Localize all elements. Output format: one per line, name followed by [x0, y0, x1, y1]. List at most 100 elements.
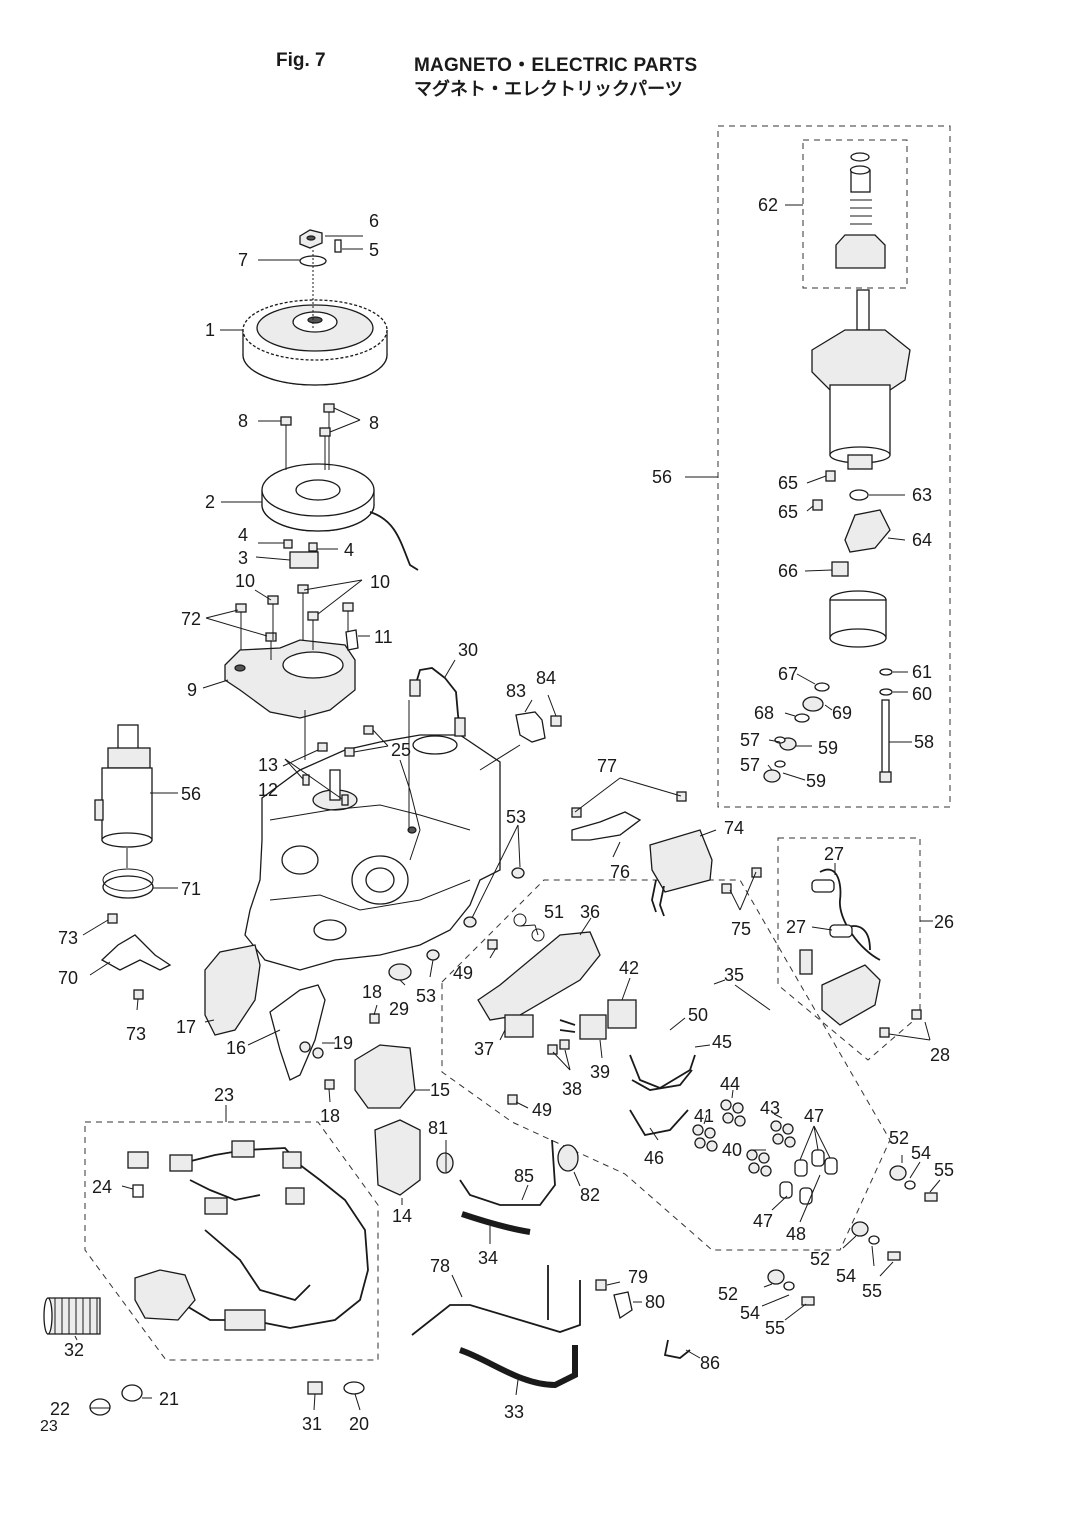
bolt — [911, 1009, 922, 1020]
callout-86: 86 — [700, 1353, 720, 1373]
washer — [879, 688, 893, 696]
washer — [849, 489, 869, 501]
end-cover — [829, 590, 887, 648]
terminal-cover — [557, 1144, 579, 1172]
bolt — [751, 867, 762, 878]
page-number: 23 — [40, 1418, 58, 1435]
battery-cable — [459, 1139, 556, 1206]
callout-38: 38 — [562, 1079, 582, 1099]
bolt — [265, 632, 277, 660]
figure-number: Fig. 7 — [276, 50, 326, 71]
ground-cable — [663, 1339, 691, 1359]
brush — [831, 561, 849, 577]
callout-12: 12 — [258, 780, 278, 800]
callout-18: 18 — [320, 1106, 340, 1126]
ground-wire — [629, 1109, 689, 1137]
callout-4: 4 — [344, 540, 354, 560]
callout-47: 47 — [753, 1211, 773, 1231]
rectifier-regulator — [649, 829, 713, 893]
callout-49: 49 — [532, 1100, 552, 1120]
callout-76: 76 — [610, 862, 630, 882]
callout-11: 11 — [374, 627, 393, 647]
callout-labels: 6 5 7 1 8 8 2 4 4 3 10 10 72 11 9 30 83 … — [50, 195, 954, 1434]
dowel-pin — [302, 774, 310, 786]
leader-lines — [74, 204, 941, 1411]
starter-motor — [94, 724, 153, 848]
callout-67: 67 — [778, 664, 798, 684]
cable-sleeve — [461, 1211, 531, 1235]
pinion-group-box — [802, 139, 908, 289]
ground-wire — [629, 1054, 696, 1090]
callout-40: 40 — [722, 1140, 742, 1160]
callout-57: 57 — [740, 730, 760, 750]
fuse-holder — [127, 1151, 149, 1169]
callout-61: 61 — [912, 662, 932, 682]
callout-83: 83 — [506, 681, 526, 701]
callout-82: 82 — [580, 1185, 600, 1205]
rectifier-plate — [571, 811, 642, 841]
callout-36: 36 — [580, 902, 600, 922]
hose-clamp — [89, 1398, 111, 1416]
battery-cable — [411, 1280, 581, 1336]
callout-72: 72 — [181, 609, 201, 629]
terminal-cover — [436, 1152, 454, 1174]
bolt — [571, 807, 582, 818]
lead-wire — [413, 667, 461, 731]
flywheel — [242, 299, 388, 386]
callout-66: 66 — [778, 561, 798, 581]
callout-20: 20 — [349, 1414, 369, 1434]
terminal-nuts — [692, 1099, 796, 1177]
grommet — [426, 949, 440, 961]
callout-57: 57 — [740, 755, 760, 775]
callout-48: 48 — [786, 1224, 806, 1244]
corrugated-tube — [43, 1297, 101, 1335]
callout-55: 55 — [862, 1281, 882, 1301]
starter-motor-group-box — [717, 125, 951, 808]
cdi-holder — [354, 1044, 416, 1109]
callout-54: 54 — [740, 1303, 760, 1323]
bolt — [107, 913, 118, 924]
screw — [283, 539, 293, 549]
screw — [559, 1039, 570, 1050]
bolt — [297, 584, 309, 640]
grommet — [299, 1041, 311, 1053]
callout-65: 65 — [778, 502, 798, 522]
pulser-coil — [289, 551, 319, 569]
callout-27: 27 — [786, 917, 806, 937]
ignition-coil-group-box — [777, 837, 921, 1061]
screw — [507, 1094, 518, 1105]
callout-19: 19 — [333, 1033, 353, 1053]
washer — [774, 760, 786, 768]
callout-18: 18 — [362, 982, 382, 1002]
callout-17: 17 — [176, 1017, 196, 1037]
nut — [299, 229, 323, 249]
callout-63: 63 — [912, 485, 932, 505]
callout-80: 80 — [645, 1292, 665, 1312]
callout-34: 34 — [478, 1248, 498, 1268]
callout-37: 37 — [474, 1039, 494, 1059]
callout-62: 62 — [758, 195, 778, 215]
callout-46: 46 — [644, 1148, 664, 1168]
rectifier-leads — [651, 879, 665, 917]
callout-26: 26 — [934, 912, 954, 932]
bolt — [307, 611, 319, 650]
callout-10: 10 — [370, 572, 390, 592]
callout-25: 25 — [391, 740, 411, 760]
callout-28: 28 — [930, 1045, 950, 1065]
callout-8: 8 — [369, 413, 379, 433]
callout-32: 32 — [64, 1340, 84, 1360]
bolt — [344, 747, 355, 757]
terminal-cover — [613, 1291, 633, 1320]
callout-59: 59 — [818, 738, 838, 758]
callout-78: 78 — [430, 1256, 450, 1276]
callout-43: 43 — [760, 1098, 780, 1118]
bushing — [802, 696, 824, 712]
callout-39: 39 — [590, 1062, 610, 1082]
callout-54: 54 — [911, 1143, 931, 1163]
grommet — [312, 1047, 324, 1059]
callout-31: 31 — [302, 1414, 322, 1434]
battery-cable-sleeve — [459, 1345, 578, 1389]
screw — [547, 1044, 558, 1055]
ignition-coil — [821, 964, 881, 1026]
page-title-japanese: マグネト・エレクトリックパーツ — [414, 79, 683, 100]
